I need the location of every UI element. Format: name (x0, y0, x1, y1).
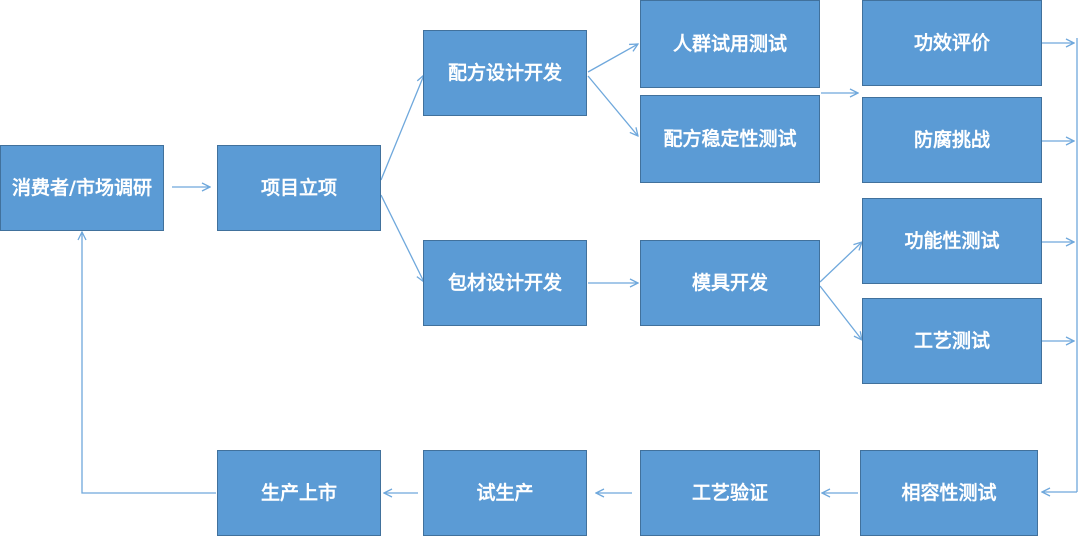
arrow-launch-research (82, 232, 216, 494)
arrow-mold-process (819, 285, 862, 340)
node-process-test: 工艺测试 (862, 298, 1042, 384)
node-formula: 配方设计开发 (423, 30, 587, 116)
node-research: 消费者/市场调研 (0, 145, 164, 231)
arrow-project-package (380, 194, 424, 282)
node-stability: 配方稳定性测试 (640, 95, 820, 183)
node-efficacy: 功效评价 (862, 0, 1042, 86)
node-package: 包材设计开发 (423, 240, 587, 326)
node-function-test: 功能性测试 (862, 198, 1042, 284)
node-preservative: 防腐挑战 (862, 97, 1042, 183)
arrow-formula-human (587, 44, 638, 73)
arrow-project-formula (380, 75, 424, 181)
node-mold: 模具开发 (640, 240, 820, 326)
node-human-test: 人群试用测试 (640, 0, 820, 88)
arrow-formula-stability (587, 75, 638, 136)
node-launch: 生产上市 (217, 450, 381, 536)
arrow-mold-function (819, 242, 862, 283)
node-trial-prod: 试生产 (423, 450, 587, 536)
node-process-verify: 工艺验证 (640, 450, 820, 536)
node-compat: 相容性测试 (860, 450, 1038, 536)
node-project: 项目立项 (217, 145, 381, 231)
